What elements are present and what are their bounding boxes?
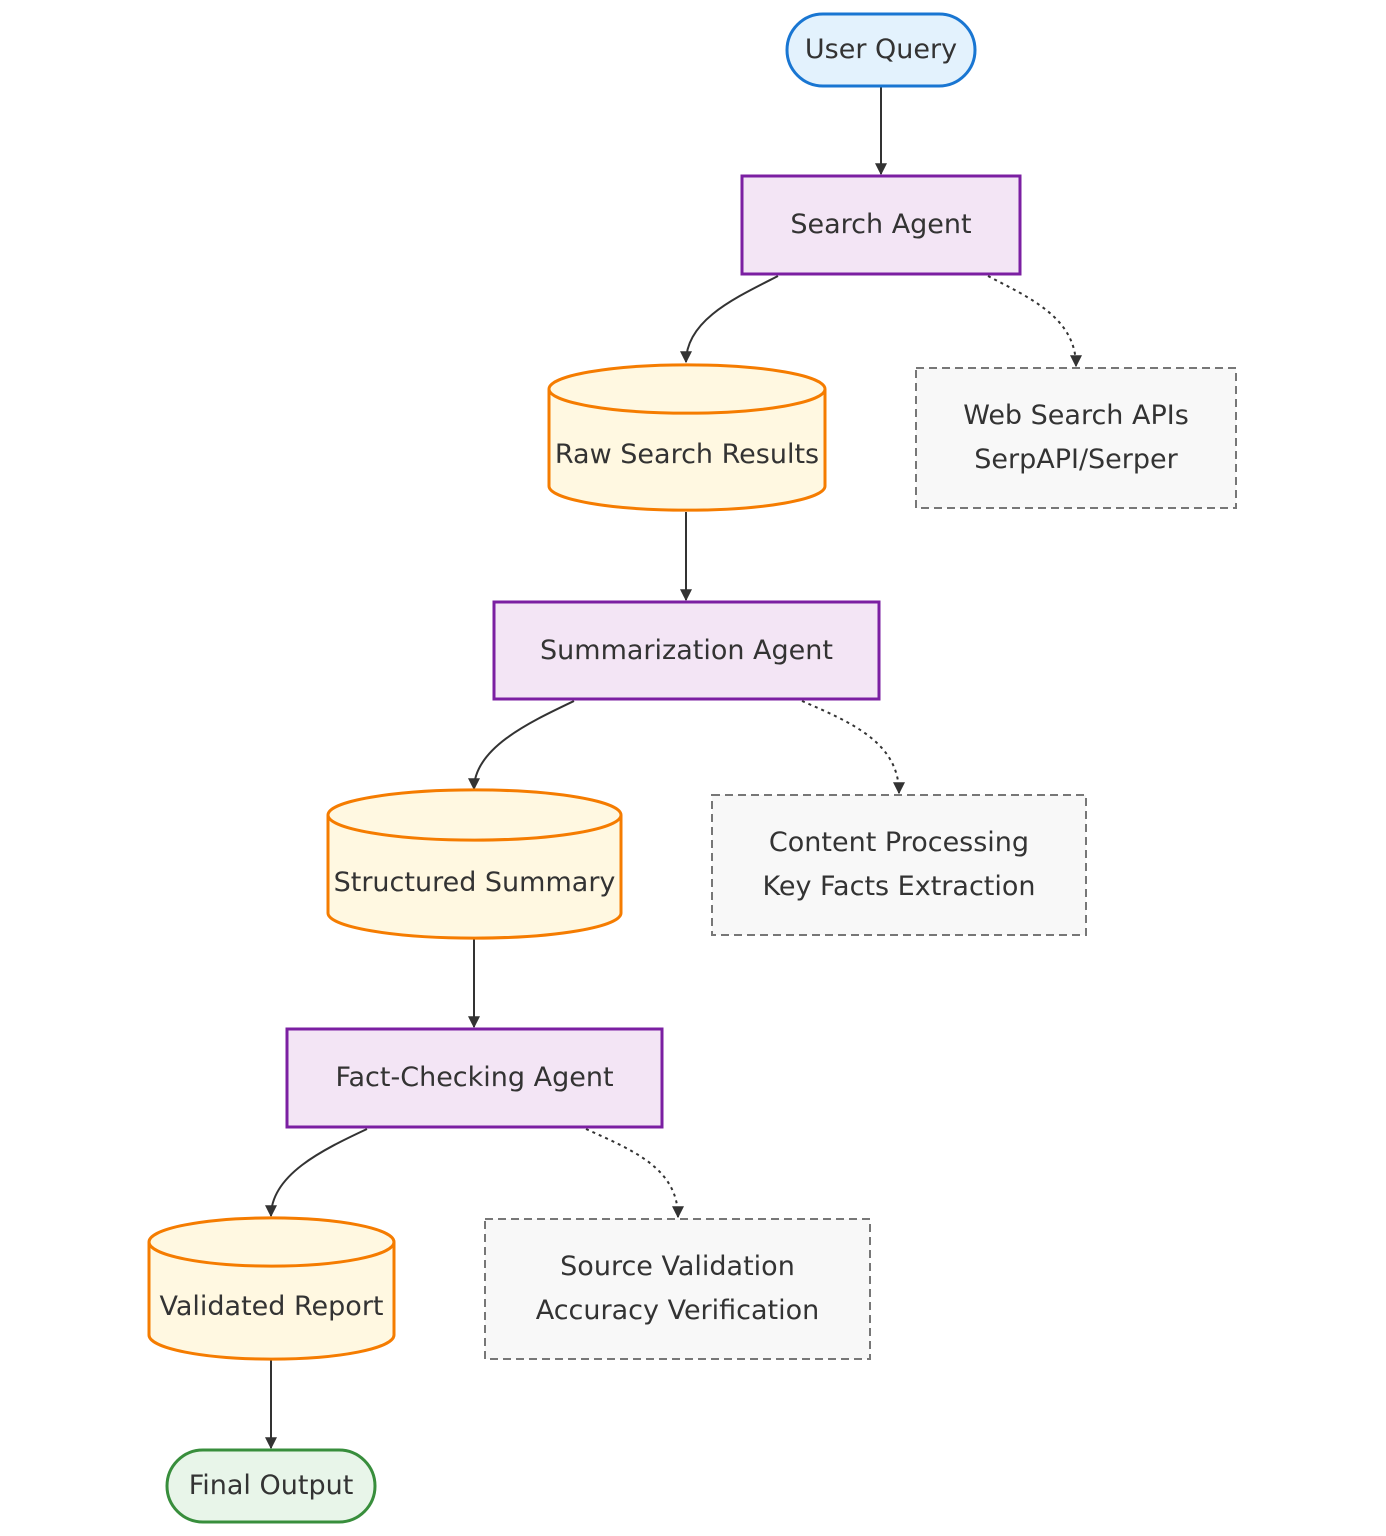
fact-checking-agent-node xyxy=(285,1027,664,1129)
fact-checking-agent-label: Fact-Checking Agent xyxy=(287,1029,662,1127)
summarization-agent-label: Summarization Agent xyxy=(494,602,879,699)
search-agent-text: Search Agent xyxy=(790,209,972,240)
final-output-text: Final Output xyxy=(188,1470,354,1501)
validated-report-node xyxy=(147,1216,396,1361)
nodes xyxy=(147,12,1237,1524)
edge-fact-checking-agent-to-source-validation xyxy=(585,1128,684,1219)
user-query-node xyxy=(785,12,977,88)
raw-search-results-text: Raw Search Results xyxy=(554,439,820,470)
web-search-apis-line-1: Web Search APIs xyxy=(963,400,1189,431)
validated-report-text: Validated Report xyxy=(159,1291,384,1322)
edges xyxy=(265,86,1082,1450)
content-processing-node xyxy=(711,794,1087,936)
web-search-apis-label: Web Search APIs SerpAPI/Serper xyxy=(916,368,1236,508)
source-validation-line-2: Accuracy Verification xyxy=(535,1295,820,1326)
web-search-apis-node xyxy=(915,367,1237,509)
raw-search-results-node xyxy=(547,363,827,512)
search-agent-node xyxy=(740,174,1022,276)
summarization-agent-text: Summarization Agent xyxy=(540,634,833,666)
final-output-label: Final Output xyxy=(167,1450,375,1522)
edge-summarization-agent-to-content-processing xyxy=(801,700,905,795)
validated-report-label: Validated Report xyxy=(149,1262,394,1352)
web-search-apis-line-2: SerpAPI/Serper xyxy=(974,444,1178,475)
source-validation-line-1: Source Validation xyxy=(560,1251,795,1282)
content-processing-line-1: Content Processing xyxy=(768,827,1030,858)
user-query-label: User Query xyxy=(787,14,975,86)
structured-summary-node xyxy=(326,788,623,940)
raw-search-results-label: Raw Search Results xyxy=(549,410,825,500)
user-query-text: User Query xyxy=(804,34,958,65)
source-validation-label: Source Validation Accuracy Verification xyxy=(485,1219,870,1359)
content-processing-line-2: Key Facts Extraction xyxy=(762,871,1036,902)
fact-checking-agent-text: Fact-Checking Agent xyxy=(335,1062,614,1093)
search-agent-label: Search Agent xyxy=(742,176,1020,274)
summarization-agent-node xyxy=(492,600,881,701)
source-validation-node xyxy=(484,1218,871,1360)
edge-fact-checking-agent-to-validated-report xyxy=(265,1128,368,1218)
structured-summary-label: Structured Summary xyxy=(328,838,621,928)
edge-search-agent-to-web-search xyxy=(987,275,1082,368)
content-processing-label: Content Processing Key Facts Extraction xyxy=(712,795,1086,935)
final-output-node xyxy=(165,1448,377,1524)
edge-summarization-agent-to-structured-summary xyxy=(468,700,575,791)
edge-search-agent-to-raw-results xyxy=(680,275,779,364)
structured-summary-text: Structured Summary xyxy=(333,867,616,898)
